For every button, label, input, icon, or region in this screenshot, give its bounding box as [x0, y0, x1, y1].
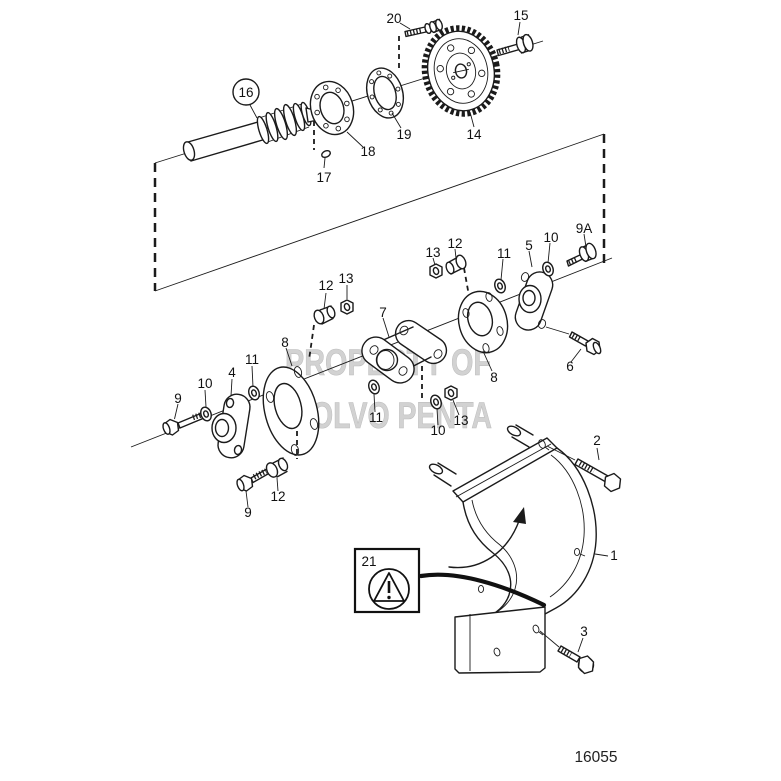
washer-10-left	[200, 389, 212, 422]
flange-8-left	[262, 347, 320, 456]
callout-3: 3	[580, 624, 588, 639]
bolt-3	[539, 630, 595, 675]
washer-10-right	[542, 242, 554, 277]
callout-9-left: 9	[174, 391, 182, 406]
flange-4	[211, 378, 251, 459]
gasket-19	[365, 67, 405, 119]
callout-10-middle: 10	[430, 423, 445, 438]
sleeve-12-upper-right	[445, 248, 470, 297]
callout-1: 1	[610, 548, 618, 563]
nut-12-bottom	[265, 431, 298, 492]
callout-16: 16	[238, 85, 253, 100]
callout-11-right: 11	[497, 246, 511, 261]
washer-10-middle	[430, 394, 442, 426]
nut-13-upper-left	[340, 285, 354, 315]
callout-11-middle: 11	[369, 410, 383, 425]
warning-box-number: 21	[361, 554, 376, 569]
bolt-9a	[566, 233, 597, 267]
washer-11-right	[494, 258, 506, 294]
callout-13-upper-right: 13	[425, 245, 440, 260]
callout-8-right: 8	[490, 370, 498, 385]
callout-12-bottom: 12	[270, 489, 285, 504]
callouts: 20 15 16 18 19 14 17 12 13 13 12 11 5 10…	[174, 8, 618, 639]
bolt-6	[545, 326, 602, 363]
flange-8-right	[457, 290, 509, 372]
adapter-assembly	[130, 233, 613, 508]
callout-17: 17	[316, 170, 331, 185]
watermark-line2: VOLVO PENTA	[292, 395, 492, 436]
key-17	[313, 121, 331, 169]
bolt-9-left	[162, 403, 205, 436]
callout-14: 14	[466, 127, 482, 142]
callout-16-circle	[232, 78, 260, 119]
callout-10-left: 10	[197, 376, 212, 391]
callout-10-right: 10	[543, 230, 558, 245]
callout-7: 7	[379, 305, 387, 320]
callout-2: 2	[593, 433, 601, 448]
callout-9a: 9A	[576, 221, 593, 236]
callout-8-left: 8	[281, 335, 289, 350]
callout-4: 4	[228, 365, 236, 380]
callout-13-upper-left: 13	[338, 271, 353, 286]
figure-number: 16055	[574, 749, 617, 766]
sleeve-12-upper-left	[308, 292, 336, 361]
callout-20: 20	[386, 11, 401, 26]
stud-20	[398, 18, 443, 70]
washer-11-left	[248, 365, 260, 401]
callout-6: 6	[566, 359, 574, 374]
callout-12-upper-right: 12	[447, 236, 462, 251]
camshaft-gear-14	[421, 25, 501, 117]
cover-assembly: 21	[353, 424, 622, 675]
callout-11-left: 11	[245, 352, 259, 367]
callout-12-upper-left: 12	[318, 278, 333, 293]
callout-15: 15	[513, 8, 528, 23]
camshaft-assembly	[182, 18, 534, 169]
camshaft	[182, 101, 322, 162]
callout-5: 5	[525, 238, 533, 253]
callout-18: 18	[360, 144, 375, 159]
flange-5	[514, 250, 554, 331]
cover-plate-1	[418, 424, 609, 674]
callout-9-bottom: 9	[244, 505, 252, 520]
nut-13-middle	[444, 385, 460, 416]
bolt-15	[496, 33, 534, 57]
washer-11-middle	[368, 379, 380, 413]
bolt-2	[546, 445, 622, 493]
rotation-arrowhead	[513, 507, 526, 524]
spacer-7	[361, 317, 448, 400]
warning-label-box: 21	[353, 547, 421, 614]
callout-13-middle: 13	[453, 413, 468, 428]
nut-13-upper-right	[429, 257, 443, 279]
flange-18	[309, 80, 355, 136]
callout-19: 19	[396, 127, 411, 142]
warning-triangle-icon	[368, 568, 410, 610]
